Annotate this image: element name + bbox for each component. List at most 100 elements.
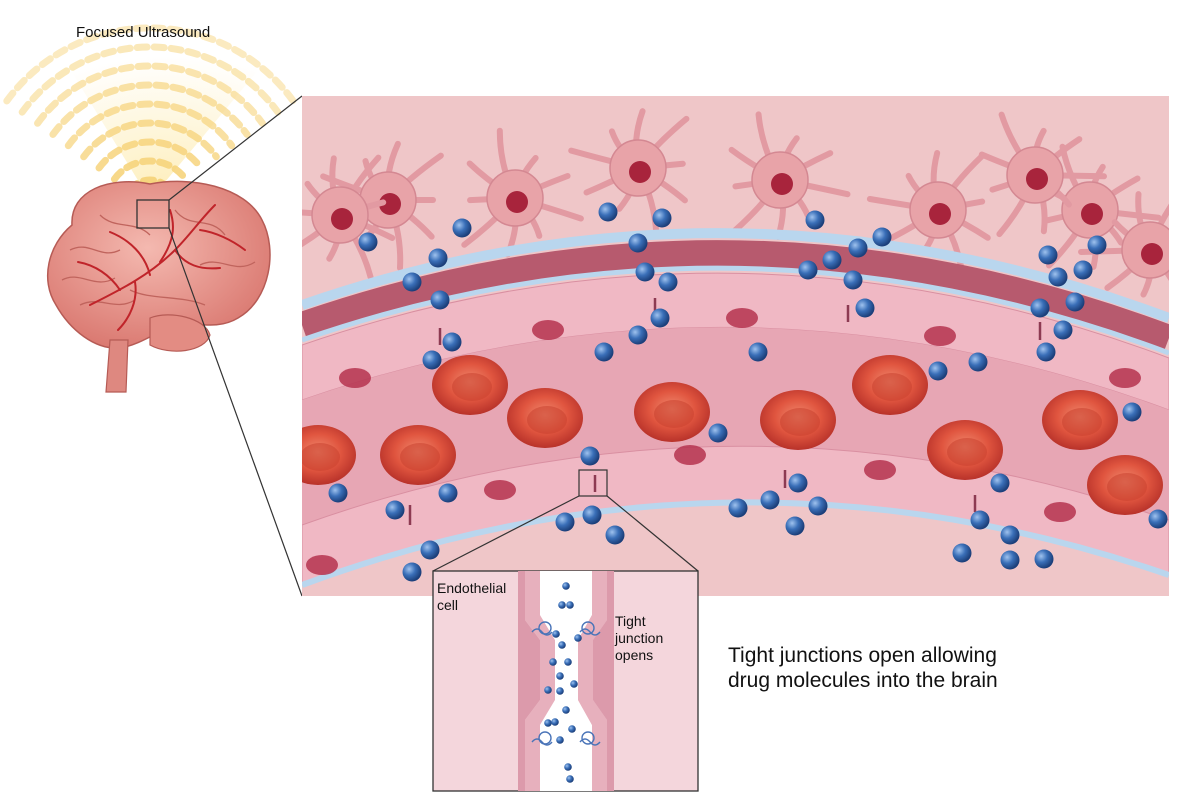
drug-molecule-icon <box>385 500 405 520</box>
tight-junction-label: Tight junction opens <box>615 613 695 664</box>
drug-molecule-icon <box>728 498 748 518</box>
drug-molecule-icon <box>1065 292 1085 312</box>
drug-molecule-icon <box>430 290 450 310</box>
ultrasound-arc <box>49 81 251 138</box>
caption: Tight junctions open allowing drug molec… <box>728 643 1058 693</box>
ultrasound-arc <box>64 100 236 150</box>
drug-molecule-icon <box>652 208 672 228</box>
neuron-icon <box>461 127 584 258</box>
drug-molecule-icon <box>562 582 570 590</box>
drug-molecule-icon <box>760 490 780 510</box>
drug-molecule-icon <box>552 630 560 638</box>
endothelial-nucleus <box>924 326 956 346</box>
endothelial-nucleus <box>726 308 758 328</box>
drug-molecule-icon <box>544 719 552 727</box>
drug-molecule-icon <box>358 232 378 252</box>
drug-molecule-icon <box>544 686 552 694</box>
drug-molecule-icon <box>822 250 842 270</box>
red-blood-cell-icon <box>634 382 710 442</box>
tight-junction-icon <box>531 621 601 746</box>
drug-molecule-icon <box>952 543 972 563</box>
endothelial-label-line1: Endothelial <box>437 580 507 596</box>
drug-molecule-icon <box>628 325 648 345</box>
drug-molecule-icon <box>580 446 600 466</box>
drug-molecule-icon <box>708 423 728 443</box>
red-blood-cell-icon <box>760 390 836 450</box>
drug-molecule-icon <box>452 218 472 238</box>
focused-ultrasound-label: Focused Ultrasound <box>76 24 211 41</box>
tissue-panel <box>302 96 1169 596</box>
drug-molecule-icon <box>558 601 566 609</box>
neuron-icon <box>302 154 396 280</box>
drug-molecule-icon <box>1034 549 1054 569</box>
drug-molecule-icon <box>990 473 1010 493</box>
tight-junction-inset <box>432 570 699 792</box>
drug-molecule-icon <box>970 510 990 530</box>
neuron-icon <box>978 111 1107 238</box>
drug-molecule-icon <box>438 483 458 503</box>
zoom-lines <box>168 95 303 597</box>
red-blood-cell-icon <box>380 425 456 485</box>
drug-molecule-icon <box>402 272 422 292</box>
drug-molecule-icon <box>1053 320 1073 340</box>
drug-molecule-icon <box>748 342 768 362</box>
drug-molecule-icon <box>564 763 572 771</box>
drug-molecule-icon <box>420 540 440 560</box>
drug-molecule-icon <box>556 687 564 695</box>
drug-molecule-icon <box>598 202 618 222</box>
endothelial-nucleus <box>484 480 516 500</box>
tight-label-line2: junction <box>615 630 664 646</box>
drug-molecule-icon <box>564 658 572 666</box>
drug-molecule-icon <box>555 512 575 532</box>
drug-molecule-icon <box>1036 342 1056 362</box>
drug-molecule-icon <box>928 361 948 381</box>
drug-molecule-icon <box>556 736 564 744</box>
drug-molecule-icon <box>788 473 808 493</box>
drug-molecule-icon <box>843 270 863 290</box>
drug-molecule-icon <box>968 352 988 372</box>
neuron-icon <box>568 108 690 238</box>
drug-molecule-icon <box>848 238 868 258</box>
drug-molecule-icon <box>566 775 574 783</box>
drug-molecule-icon <box>422 350 442 370</box>
drug-molecule-icon <box>549 658 557 666</box>
drug-molecule-icon <box>628 233 648 253</box>
drug-molecule-icon <box>1030 298 1050 318</box>
endothelial-cell-label: Endothelial cell <box>437 580 537 614</box>
drug-molecule-icon <box>556 672 564 680</box>
drug-molecule-icon <box>1122 402 1142 422</box>
drug-molecule-icon <box>798 260 818 280</box>
ultrasound-arc <box>110 157 190 183</box>
endothelial-nucleus <box>306 555 338 575</box>
drug-molecule-icon <box>635 262 655 282</box>
drug-molecule-icon <box>855 298 875 318</box>
red-blood-cell-icon <box>927 420 1003 480</box>
drug-molecule-icon <box>574 634 582 642</box>
red-blood-cell-icon <box>432 355 508 415</box>
endothelial-nucleus <box>532 320 564 340</box>
drug-molecule-icon <box>570 680 578 688</box>
drug-molecule-icon <box>1048 267 1068 287</box>
caption-line2: drug molecules into the brain <box>728 669 998 692</box>
drug-molecule-icon <box>428 248 448 268</box>
neuron-icon <box>1078 191 1169 298</box>
drug-molecule-icon <box>402 562 422 582</box>
endothelial-nucleus <box>339 368 371 388</box>
drug-molecule-icon <box>605 525 625 545</box>
ultrasound-arc <box>80 119 220 161</box>
drug-molecule-icon <box>805 210 825 230</box>
red-blood-cell-icon <box>302 425 356 485</box>
red-blood-cell-icon <box>507 388 583 448</box>
drug-molecule-icon <box>562 706 570 714</box>
tight-label-line3: opens <box>615 647 654 663</box>
endothelial-nucleus <box>674 445 706 465</box>
drug-molecule-icon <box>650 308 670 328</box>
drug-molecule-icon <box>1087 235 1107 255</box>
ultrasound-arc <box>95 138 205 172</box>
ultrasound-arc <box>18 43 282 116</box>
drug-molecule-icon <box>566 601 574 609</box>
drug-molecule-icon <box>872 227 892 247</box>
red-blood-cell-icon <box>852 355 928 415</box>
drug-molecule-icon <box>1148 509 1168 529</box>
caption-line1: Tight junctions open allowing <box>728 644 997 667</box>
